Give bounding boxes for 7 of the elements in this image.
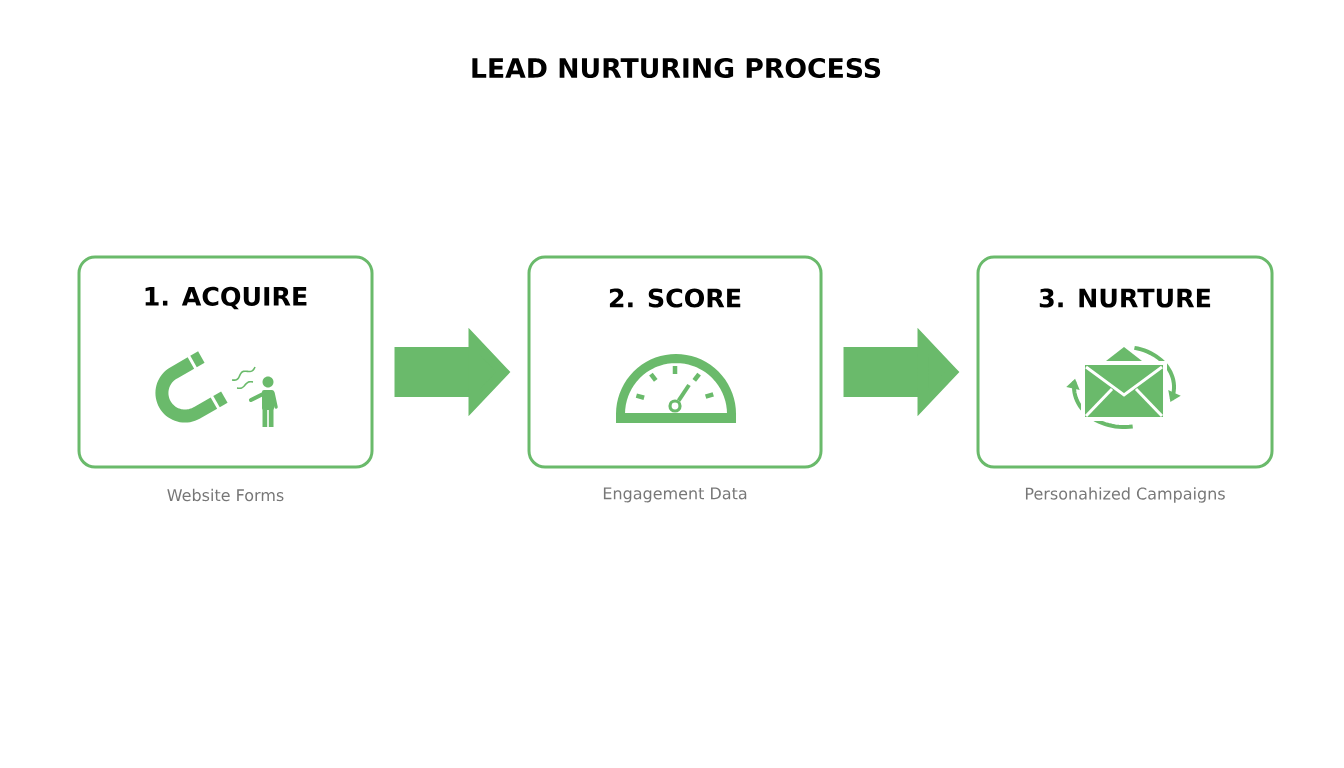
step-caption: Engagement Data xyxy=(603,487,747,503)
title: LEAD NURTURING PROCESS xyxy=(472,57,881,79)
process-box: 2. SCORE xyxy=(527,255,823,469)
process-box: 1. ACQUIRE xyxy=(77,255,374,469)
step-caption: Website Forms xyxy=(167,488,284,502)
process-box: 3. NURTURE xyxy=(976,255,1274,469)
step-caption: Personahized Campaigns xyxy=(1025,487,1225,503)
